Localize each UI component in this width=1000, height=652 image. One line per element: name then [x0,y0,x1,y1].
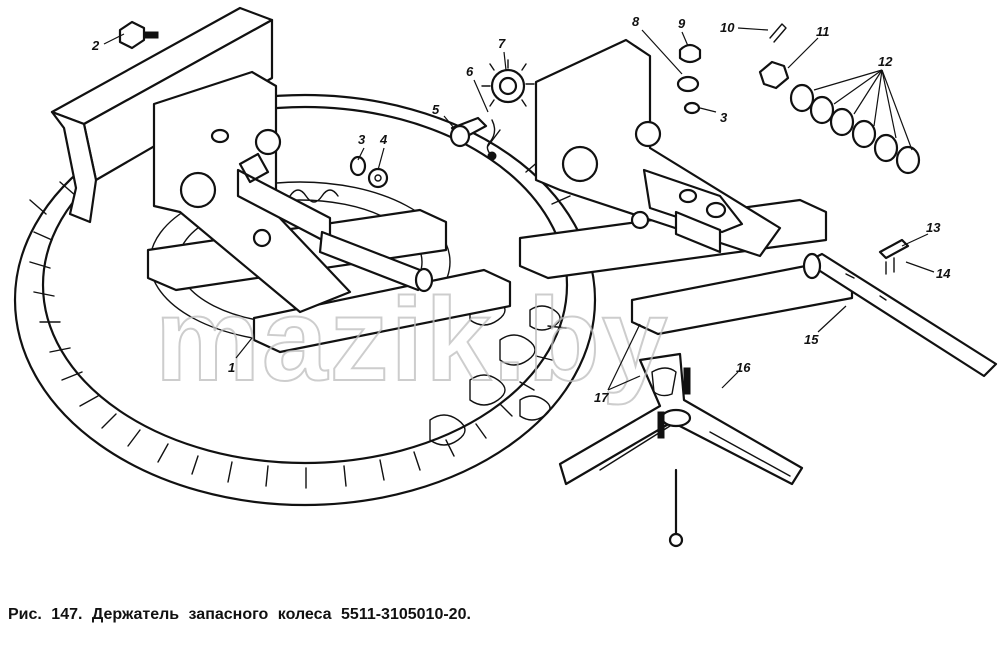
callout-1: 1 [228,360,235,375]
callout-15: 15 [804,332,819,347]
callout-13: 13 [926,220,941,235]
callout-3b: 3 [720,110,728,125]
callout-labels: 1 2 3 4 5 6 7 8 9 3 10 11 12 13 14 15 16… [91,14,951,405]
callout-12: 12 [878,54,893,69]
callout-7: 7 [498,36,506,51]
callout-17: 17 [594,390,609,405]
callout-11: 11 [816,24,830,39]
tri-star-plate [558,352,804,548]
callout-10: 10 [720,20,735,35]
callout-16: 16 [736,360,751,375]
callout-9: 9 [678,16,686,31]
watermark-text: mazik.by [155,274,669,406]
callout-2: 2 [91,38,100,53]
left-holder-bracket [146,70,512,354]
callout-leaders [103,27,935,391]
callout-5: 5 [432,102,440,117]
hardware-set-right [676,23,921,275]
callout-6: 6 [466,64,474,79]
hardware-set-left [118,20,535,189]
bolt-icon [118,20,146,50]
callout-14: 14 [936,266,951,281]
callout-3a: 3 [358,132,366,147]
shaft [802,252,998,378]
callout-8: 8 [632,14,640,29]
right-holder-bracket [518,38,854,336]
figure-caption: Рис. 147. Держатель запасного колеса 551… [8,606,471,623]
callout-4: 4 [379,132,388,147]
